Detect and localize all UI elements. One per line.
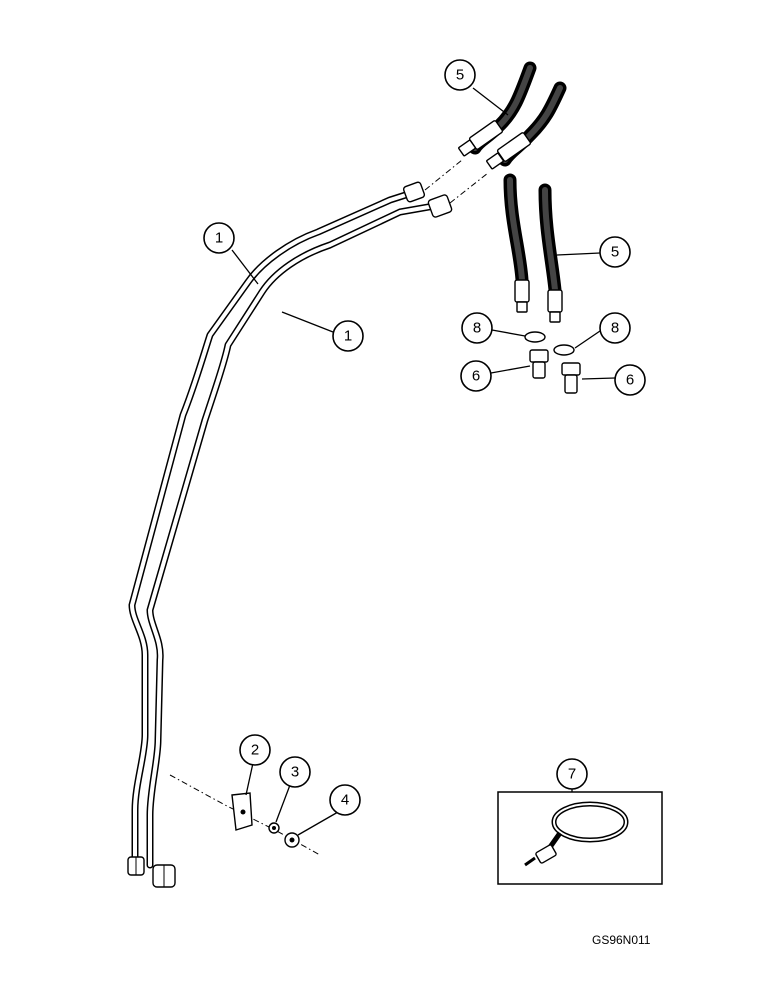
clamp (231, 792, 253, 831)
figure-code: GS96N011 (592, 933, 651, 947)
tube-nut-top-right (427, 194, 453, 218)
hose-fitting-top-left (458, 120, 504, 157)
callout-8b: 8 (599, 312, 631, 344)
callout-6a: 6 (460, 360, 492, 392)
o-ring-right (553, 344, 575, 356)
leader-2 (245, 762, 254, 796)
filter-wrench (524, 801, 629, 867)
callout-2: 2 (239, 734, 271, 766)
callout-8a-label: 8 (473, 320, 481, 337)
leader-6a (490, 365, 531, 374)
hose-fitting-bottom-left (514, 279, 530, 313)
callout-1a-label: 1 (215, 230, 223, 247)
hydraulic-hose-left (468, 61, 537, 287)
steel-tube-front (146, 201, 444, 869)
callout-8b-label: 8 (611, 320, 619, 337)
callout-1b: 1 (332, 320, 364, 352)
leader-8b (574, 330, 601, 349)
leader-3 (275, 784, 291, 823)
callout-2-label: 2 (251, 742, 259, 759)
alignment-line-lower (449, 172, 489, 204)
callout-8a: 8 (461, 312, 493, 344)
callout-6b: 6 (614, 364, 646, 396)
callout-6b-label: 6 (626, 372, 634, 389)
callout-6a-label: 6 (472, 368, 480, 385)
alignment-line-upper (424, 159, 463, 191)
leader-4 (297, 811, 339, 836)
tube-nut-top-left (402, 181, 426, 203)
callout-1a: 1 (203, 222, 235, 254)
hose-fitting-bottom-right (547, 289, 563, 323)
adapter-right (561, 362, 581, 394)
steel-tube-rear (128, 188, 419, 864)
tube-nut-bottom-right (152, 864, 176, 888)
leader-5b (556, 252, 601, 256)
callout-7: 7 (556, 758, 588, 790)
tube-nut-bottom-left (127, 856, 145, 876)
callout-4-label: 4 (341, 792, 349, 809)
leader-6b (581, 377, 616, 380)
callout-1b-label: 1 (344, 328, 352, 345)
leader-1b (281, 311, 334, 333)
callout-5b-label: 5 (611, 244, 619, 261)
adapter-left (529, 349, 549, 379)
callout-5a-label: 5 (456, 67, 464, 84)
o-ring-left (524, 331, 546, 343)
leader-1a (231, 249, 259, 285)
callout-3-label: 3 (291, 764, 299, 781)
leader-5a (472, 87, 509, 116)
hose-fitting-top-right (486, 132, 532, 170)
callout-4: 4 (329, 784, 361, 816)
lock-nut (284, 832, 300, 848)
callout-3: 3 (279, 756, 311, 788)
leader-8a (491, 329, 526, 337)
callout-5a: 5 (444, 59, 476, 91)
callout-5b: 5 (599, 236, 631, 268)
callout-7-label: 7 (568, 766, 576, 783)
